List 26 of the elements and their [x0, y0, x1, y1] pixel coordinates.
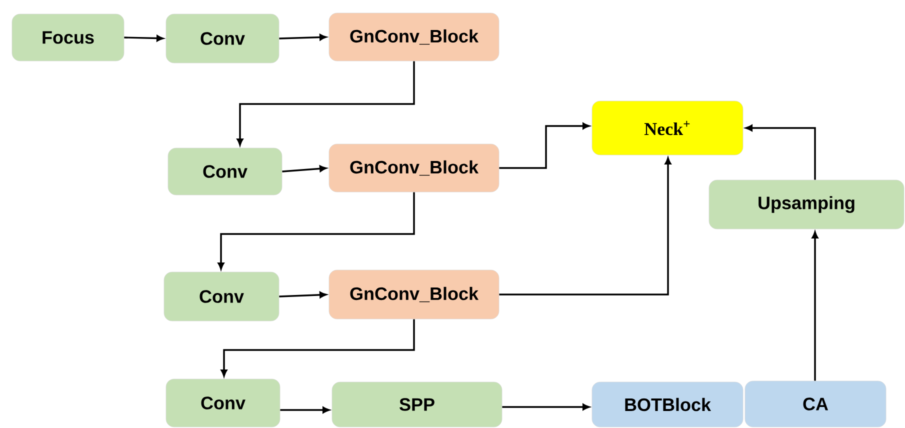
arrow [279, 292, 327, 298]
process-box: Conv [166, 14, 280, 64]
arrow [499, 122, 590, 169]
arrow [236, 61, 415, 146]
arrow [279, 34, 327, 40]
arrow [502, 404, 590, 410]
arrow [746, 124, 816, 180]
process-box: Conv [168, 148, 282, 196]
process-box: Neck$^{+}$ [592, 100, 744, 156]
process-box: GnConv_Block [328, 12, 500, 62]
arrow [280, 406, 330, 414]
process-box: GnConv_Block [328, 144, 500, 192]
process-box: Conv [164, 272, 280, 322]
process-box: SPP [332, 382, 502, 428]
arrow [220, 319, 415, 377]
arrow [812, 232, 818, 381]
process-box: Conv [166, 378, 280, 428]
arrow [499, 158, 672, 296]
arrow [282, 165, 327, 172]
process-box: CA [744, 380, 886, 428]
arrow [218, 192, 415, 270]
process-box: Focus [12, 14, 124, 62]
process-box: GnConv_Block [328, 270, 500, 320]
process-box: BOTBlock [592, 382, 744, 428]
arrow [124, 35, 164, 42]
process-box: Upsamping [708, 180, 904, 230]
